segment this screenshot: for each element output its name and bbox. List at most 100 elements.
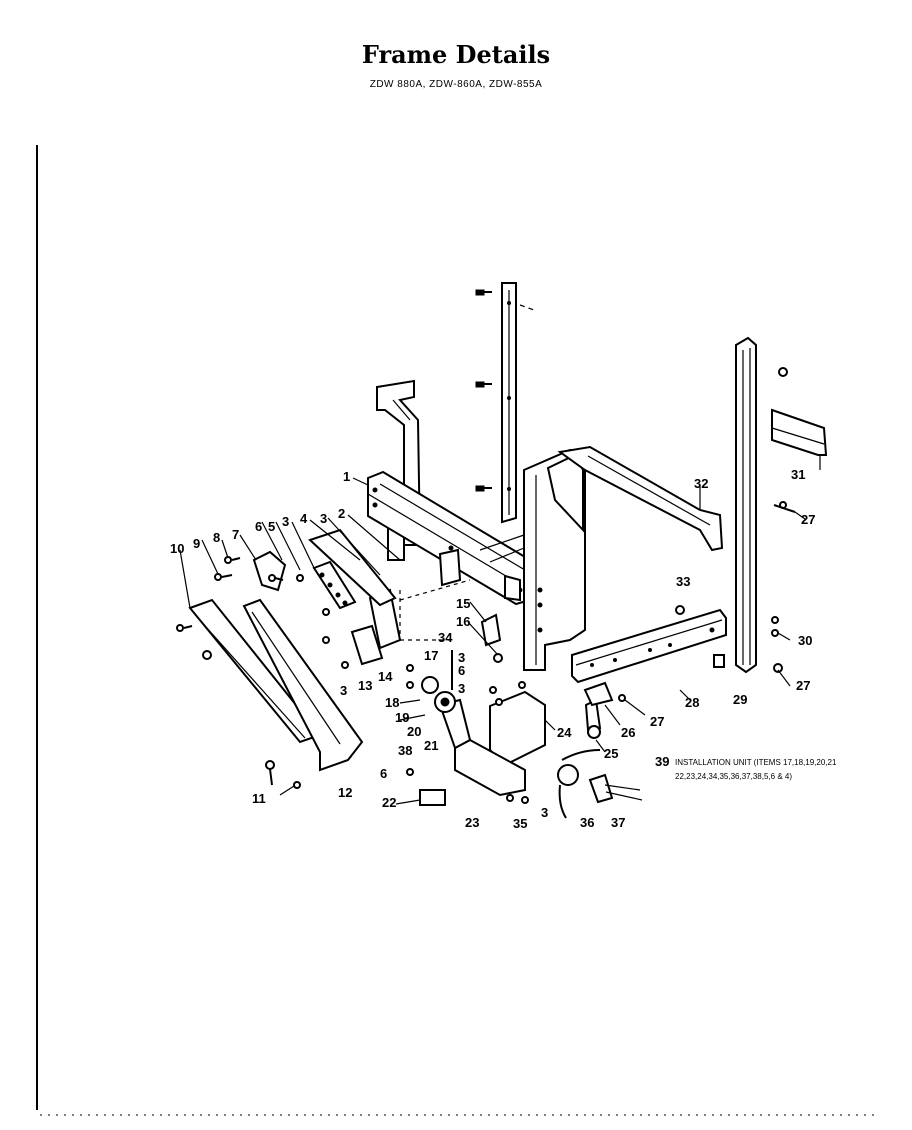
callout-3c: 3 xyxy=(340,683,347,698)
callout-14: 14 xyxy=(378,669,393,684)
callout-29: 29 xyxy=(733,692,747,707)
cover-plate-14 xyxy=(350,588,402,666)
bottom-rail-28 xyxy=(571,608,727,684)
callout-19: 19 xyxy=(395,710,409,725)
callout-10: 10 xyxy=(170,541,184,556)
callout-11: 11 xyxy=(252,791,266,806)
installation-note: 39 INSTALLATION UNIT (ITEMS 17,18,19,20,… xyxy=(655,754,837,781)
screw-30-b xyxy=(771,629,779,637)
screw-left-2 xyxy=(202,650,212,660)
screw-3-13 xyxy=(341,661,349,669)
bracket-26 xyxy=(583,681,614,707)
screw-left-rail-2 xyxy=(475,381,492,388)
callout-3a: 3 xyxy=(320,511,327,526)
callout-34: 34 xyxy=(438,630,453,645)
screw-3-upper xyxy=(296,574,304,582)
screw-mid-2 xyxy=(322,636,330,644)
callout-35: 35 xyxy=(513,816,527,831)
callout-13: 13 xyxy=(358,678,372,693)
screw-33 xyxy=(675,605,685,615)
callout-23: 23 xyxy=(465,815,479,830)
screw-8 xyxy=(224,556,241,564)
callout-33: 33 xyxy=(676,574,690,589)
screw-left-rail-3 xyxy=(475,485,492,492)
toe-kick-rail-12 xyxy=(242,598,364,772)
callout-37: 37 xyxy=(611,815,625,830)
callout-6c: 6 xyxy=(380,766,387,781)
lower-bracket-assembly xyxy=(421,676,546,797)
center-vertical-rail xyxy=(501,282,535,524)
callout-22: 22 xyxy=(382,795,396,810)
screw-17 xyxy=(406,664,414,672)
screw-top-right xyxy=(778,367,788,377)
screw-27-bottom xyxy=(773,663,783,673)
note-number: 39 xyxy=(655,754,669,769)
callout-38: 38 xyxy=(398,743,412,758)
plate-22 xyxy=(419,789,446,806)
callout-26: 26 xyxy=(621,725,635,740)
callout-30: 30 xyxy=(798,633,812,648)
callout-21: 21 xyxy=(424,738,438,753)
screw-15 xyxy=(480,613,502,647)
screw-16 xyxy=(493,653,503,663)
callout-18: 18 xyxy=(385,695,399,710)
note-line-1: INSTALLATION UNIT (ITEMS 17,18,19,20,21 xyxy=(675,758,837,767)
callout-32: 32 xyxy=(694,476,708,491)
callout-27b: 27 xyxy=(796,678,810,693)
callout-2: 2 xyxy=(338,506,345,521)
screw-27-mid xyxy=(618,694,626,702)
screw-top-24 xyxy=(518,681,526,689)
bracket-31 xyxy=(771,408,828,456)
callout-3b: 3 xyxy=(282,514,289,529)
callout-3d: 3 xyxy=(458,681,465,696)
top-diagonal-brace xyxy=(557,445,724,552)
callout-9: 9 xyxy=(193,536,200,551)
callout-16: 16 xyxy=(456,614,470,629)
callout-3f: 3 xyxy=(541,805,548,820)
right-side-panel xyxy=(479,448,586,671)
callout-24: 24 xyxy=(557,725,572,740)
screw-3-lower xyxy=(521,796,529,804)
power-cord xyxy=(557,749,643,819)
callout-36: 36 xyxy=(580,815,594,830)
callout-6b: 6 xyxy=(458,663,465,678)
screw-35 xyxy=(506,794,514,802)
screw-6-upper xyxy=(268,574,284,582)
callout-labels: 1 2 3 3 4 5 6 3 7 8 9 10 11 12 13 3 14 1… xyxy=(170,467,815,831)
screw-left-1 xyxy=(176,624,193,632)
right-tall-upright xyxy=(735,336,757,674)
screw-18a xyxy=(406,681,414,689)
screw-3-mid xyxy=(495,698,503,706)
callout-7: 7 xyxy=(232,527,239,542)
callout-17: 17 xyxy=(424,648,438,663)
screw-27-top xyxy=(773,501,796,513)
callout-27a: 27 xyxy=(650,714,664,729)
screw-left-rail-1 xyxy=(475,289,492,296)
callout-6: 6 xyxy=(255,519,262,534)
callout-20: 20 xyxy=(407,724,421,739)
callout-3e: 3 xyxy=(458,650,465,665)
callout-12: 12 xyxy=(338,785,352,800)
callout-25: 25 xyxy=(604,746,618,761)
callout-15: 15 xyxy=(456,596,470,611)
screw-11b xyxy=(293,781,301,789)
page-title: Frame Details xyxy=(361,40,551,69)
screw-mid-1 xyxy=(322,608,330,616)
main-front-rail xyxy=(367,470,531,606)
screw-9 xyxy=(214,573,233,581)
callout-5: 5 xyxy=(268,519,275,534)
model-numbers: ZDW 880A, ZDW-860A, ZDW-855A xyxy=(369,79,543,90)
callout-28: 28 xyxy=(685,695,699,710)
foot-29 xyxy=(713,654,725,668)
callout-31: 31 xyxy=(791,467,805,482)
terminal-strip xyxy=(308,528,397,610)
callout-4: 4 xyxy=(300,511,308,526)
callout-8: 8 xyxy=(213,530,220,545)
screw-6-lower xyxy=(406,768,414,776)
leader-lines xyxy=(179,455,821,805)
screw-30-a xyxy=(771,616,779,624)
screw-6-mid xyxy=(489,686,497,694)
callout-1: 1 xyxy=(343,469,350,484)
